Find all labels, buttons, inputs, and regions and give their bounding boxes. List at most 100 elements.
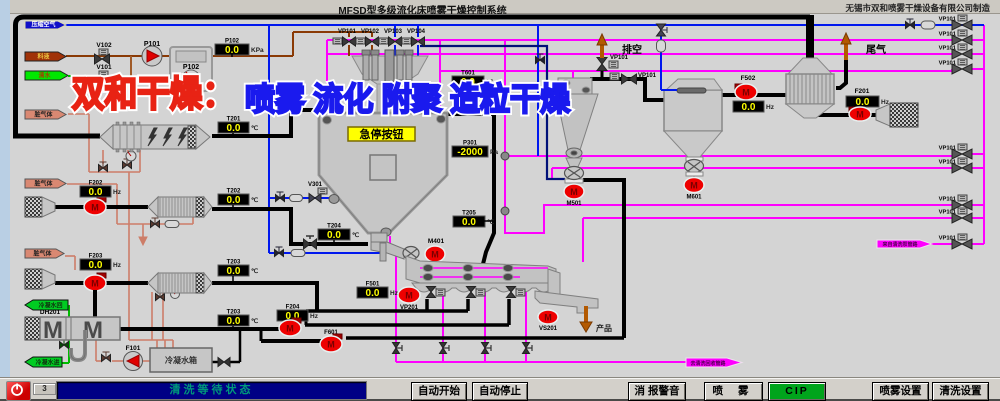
svg-text:0.0: 0.0 xyxy=(856,97,870,108)
svg-text:去清洗回收管路: 去清洗回收管路 xyxy=(690,360,726,367)
svg-text:M: M xyxy=(43,317,63,344)
svg-text:喷雾 流化 附聚 造粒干燥: 喷雾 流化 附聚 造粒干燥 xyxy=(245,81,571,117)
svg-text:VP102: VP102 xyxy=(361,29,380,35)
svg-text:Hz: Hz xyxy=(766,104,775,111)
svg-text:VP101: VP101 xyxy=(610,55,629,61)
svg-text:M: M xyxy=(570,187,578,197)
svg-text:清水: 清水 xyxy=(38,72,51,80)
svg-text:VP101: VP101 xyxy=(939,236,957,242)
svg-text:M: M xyxy=(690,181,698,191)
svg-text:F204: F204 xyxy=(286,305,300,311)
svg-text:0.0: 0.0 xyxy=(227,316,241,327)
svg-text:F502: F502 xyxy=(741,75,756,82)
svg-text:P102: P102 xyxy=(183,64,199,71)
svg-text:℃: ℃ xyxy=(486,78,494,86)
svg-text:P101: P101 xyxy=(144,41,160,48)
svg-text:冷凝水回: 冷凝水回 xyxy=(38,302,62,310)
svg-text:M: M xyxy=(431,250,439,260)
svg-text:M: M xyxy=(544,313,552,323)
svg-text:0.0: 0.0 xyxy=(227,266,241,277)
svg-text:F101: F101 xyxy=(126,345,141,352)
svg-text:VP101: VP101 xyxy=(638,73,657,79)
svg-text:M: M xyxy=(405,291,413,301)
svg-text:M601: M601 xyxy=(686,195,702,201)
svg-text:尾气: 尾气 xyxy=(866,43,886,56)
svg-text:P102: P102 xyxy=(225,39,240,45)
svg-text:T601: T601 xyxy=(461,71,475,77)
svg-text:M401: M401 xyxy=(428,238,445,245)
svg-text:-2000: -2000 xyxy=(457,147,483,158)
svg-text:Hz: Hz xyxy=(390,290,399,297)
svg-text:V102: V102 xyxy=(96,42,112,49)
svg-text:VP104: VP104 xyxy=(407,29,426,35)
svg-text:℃: ℃ xyxy=(251,124,259,132)
svg-text:0.0: 0.0 xyxy=(327,230,341,241)
svg-text:T203: T203 xyxy=(227,260,241,266)
svg-text:Hz: Hz xyxy=(310,313,319,320)
svg-text:M: M xyxy=(286,324,294,334)
svg-text:0.0: 0.0 xyxy=(225,45,239,56)
svg-text:Hz: Hz xyxy=(881,99,890,106)
svg-text:产品: 产品 xyxy=(596,323,612,333)
svg-text:VP101: VP101 xyxy=(939,210,957,216)
svg-text:M: M xyxy=(91,279,99,289)
svg-text:VP103: VP103 xyxy=(384,29,403,35)
svg-text:Pa: Pa xyxy=(490,149,498,156)
svg-text:F203: F203 xyxy=(89,254,103,260)
svg-text:T201: T201 xyxy=(227,117,241,123)
svg-text:0.0: 0.0 xyxy=(227,123,241,134)
svg-text:M: M xyxy=(856,110,864,120)
svg-text:VP101: VP101 xyxy=(939,32,957,38)
svg-text:M: M xyxy=(742,88,750,98)
svg-text:VS201: VS201 xyxy=(539,326,558,332)
svg-text:T202: T202 xyxy=(227,189,241,195)
svg-text:V301: V301 xyxy=(308,182,323,188)
svg-text:0.0: 0.0 xyxy=(366,288,380,299)
svg-text:VP101: VP101 xyxy=(338,29,357,35)
svg-text:喷雾 流化 附聚 造粒干燥: 喷雾 流化 附聚 造粒干燥 xyxy=(245,81,571,117)
svg-text:0.0: 0.0 xyxy=(89,260,103,271)
svg-text:脏气体: 脏气体 xyxy=(34,180,53,188)
svg-text:V101: V101 xyxy=(96,64,112,71)
svg-text:℃: ℃ xyxy=(251,317,259,325)
svg-text:冷凝水箱: 冷凝水箱 xyxy=(165,355,197,365)
svg-text:VP101: VP101 xyxy=(939,17,957,23)
svg-text:℃: ℃ xyxy=(487,218,495,226)
svg-text:M: M xyxy=(91,203,99,213)
svg-text:M: M xyxy=(83,317,103,344)
svg-text:℃: ℃ xyxy=(251,267,259,275)
svg-text:来自清洗泵管路: 来自清洗泵管路 xyxy=(881,241,918,248)
svg-text:F601: F601 xyxy=(324,330,338,336)
svg-text:双和干燥：: 双和干燥： xyxy=(72,73,235,114)
svg-text:F201: F201 xyxy=(855,88,870,95)
svg-text:DH201: DH201 xyxy=(40,309,61,316)
svg-text:双和干燥：: 双和干燥： xyxy=(72,73,235,114)
svg-text:VP101: VP101 xyxy=(939,46,957,52)
svg-text:KPa: KPa xyxy=(251,47,264,54)
svg-text:冷凝水进: 冷凝水进 xyxy=(35,359,59,367)
svg-text:料液: 料液 xyxy=(37,53,50,61)
svg-text:0.0: 0.0 xyxy=(89,187,103,198)
svg-text:M: M xyxy=(327,340,335,350)
svg-text:P301: P301 xyxy=(463,141,478,147)
svg-text:T203: T203 xyxy=(227,310,241,316)
svg-text:0.0: 0.0 xyxy=(461,77,475,88)
svg-text:0.0: 0.0 xyxy=(462,217,476,228)
svg-text:脏气体: 脏气体 xyxy=(33,250,52,258)
svg-text:0.0: 0.0 xyxy=(227,195,241,206)
svg-text:脏气体: 脏气体 xyxy=(34,111,53,119)
svg-text:M501: M501 xyxy=(566,201,582,207)
svg-text:F501: F501 xyxy=(366,282,380,288)
svg-text:VP101: VP101 xyxy=(939,61,957,67)
svg-text:VP101: VP101 xyxy=(939,160,957,166)
svg-text:VP201: VP201 xyxy=(400,305,419,311)
svg-text:0.0: 0.0 xyxy=(286,311,300,322)
svg-text:Hz: Hz xyxy=(113,262,122,269)
svg-text:T205: T205 xyxy=(462,211,476,217)
svg-text:排空: 排空 xyxy=(622,43,642,56)
svg-text:℃: ℃ xyxy=(352,231,360,239)
svg-text:0.0: 0.0 xyxy=(742,102,756,113)
svg-text:急停按钮: 急停按钮 xyxy=(360,127,404,141)
svg-text:℃: ℃ xyxy=(251,196,259,204)
svg-text:VP101: VP101 xyxy=(939,197,957,203)
